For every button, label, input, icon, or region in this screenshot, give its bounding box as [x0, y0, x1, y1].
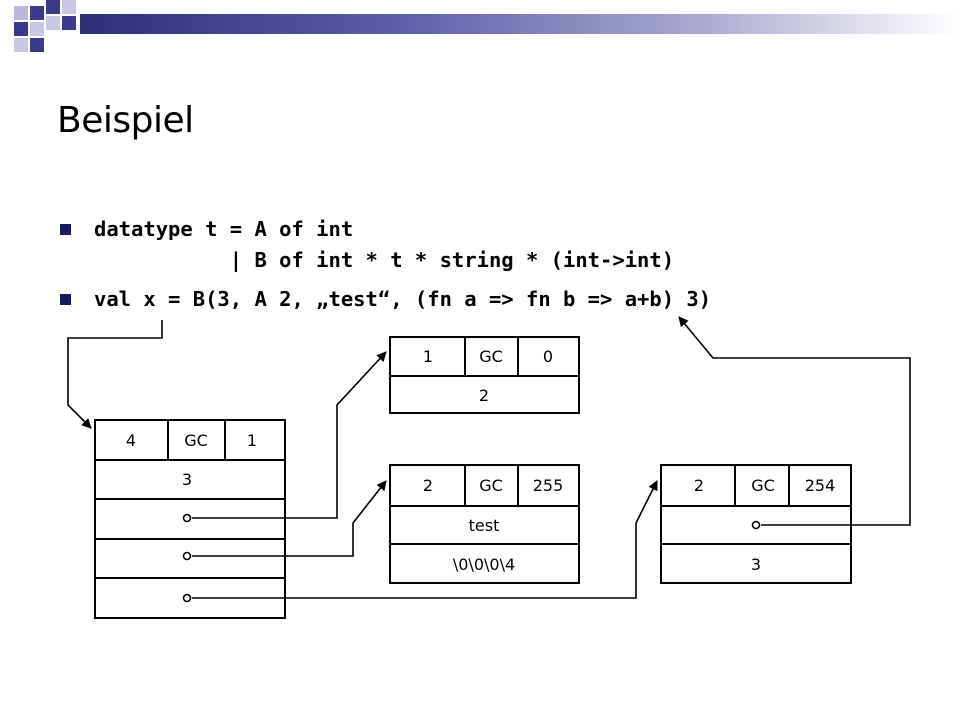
block-flag: 255 — [533, 476, 564, 495]
block-gc: GC — [184, 431, 208, 450]
code-bullet-list: datatype t = A of int | B of int * t * s… — [60, 214, 711, 323]
block-field: 3 — [182, 470, 192, 489]
code-line: datatype t = A of int — [94, 217, 354, 241]
block-gc: GC — [479, 476, 503, 495]
square-bullet-icon — [60, 224, 71, 235]
block-field: \0\0\0\4 — [453, 555, 515, 574]
pointer-origin-dot — [182, 593, 192, 603]
block-flag: 0 — [543, 347, 553, 366]
pointer-origin-dot — [182, 551, 192, 561]
block-field: 2 — [479, 386, 489, 405]
block-gc: GC — [751, 476, 775, 495]
pointer-origin-dot — [182, 513, 192, 523]
block-flag: 1 — [247, 431, 257, 450]
square-bullet-icon — [60, 294, 71, 305]
memory-block-top — [389, 336, 580, 414]
pointer-arrow-string — [192, 480, 387, 557]
block-tag: 4 — [126, 431, 136, 450]
slide-title: Beispiel — [57, 100, 194, 141]
decorative-squares — [0, 0, 80, 60]
block-tag: 2 — [423, 476, 433, 495]
list-item: datatype t = A of int | B of int * t * s… — [60, 214, 711, 276]
code-line: | B of int * t * string * (int->int) — [94, 248, 675, 272]
header-gradient-band — [80, 14, 960, 34]
pointer-arrow-x — [67, 320, 163, 429]
memory-block-middle — [389, 464, 580, 584]
pointer-origin-dot — [751, 520, 761, 530]
block-tag: 2 — [694, 476, 704, 495]
block-flag: 254 — [805, 476, 836, 495]
block-tag: 1 — [423, 347, 433, 366]
pointer-arrow-closure — [192, 480, 658, 599]
memory-block-right — [660, 464, 852, 584]
pointer-arrow-a2 — [192, 351, 387, 519]
memory-block-left — [94, 419, 286, 619]
pointer-arrow-code — [678, 316, 911, 526]
block-gc: GC — [479, 347, 503, 366]
block-field: test — [469, 516, 500, 535]
block-field: 3 — [751, 555, 761, 574]
list-item: val x = B(3, A 2, „test“, (fn a => fn b … — [60, 284, 711, 315]
code-line: val x = B(3, A 2, „test“, (fn a => fn b … — [94, 287, 712, 311]
